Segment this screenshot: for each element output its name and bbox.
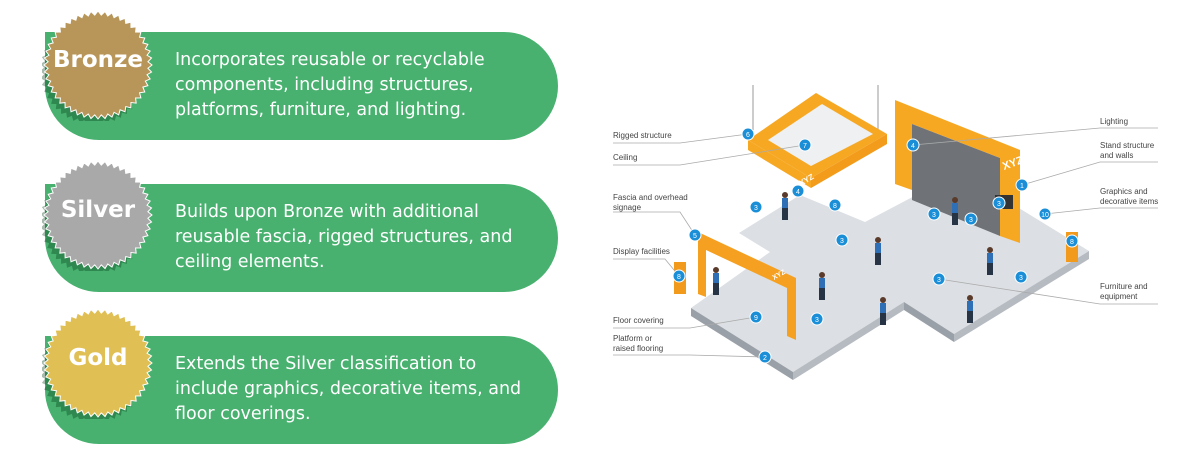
person-figure xyxy=(880,297,886,325)
leader-line xyxy=(613,133,749,144)
leader-line xyxy=(613,258,680,277)
callout-number: 5 xyxy=(693,233,697,240)
person-figure xyxy=(967,295,973,323)
callout-marker-2: 2 xyxy=(758,350,772,364)
label-furniture: Furniture and equipment xyxy=(1100,282,1148,301)
callout-number: 8 xyxy=(833,203,837,210)
leader-line xyxy=(1044,207,1158,215)
label-rigged-structure: Rigged structure xyxy=(613,131,672,140)
callout-marker-4: 4 xyxy=(791,184,805,198)
callout-marker-8: 8 xyxy=(1065,234,1079,248)
callout-number: 10 xyxy=(1041,212,1049,219)
callout-marker-6: 6 xyxy=(741,127,755,141)
callout-number: 3 xyxy=(997,201,1001,208)
callout-number: 1 xyxy=(1020,183,1024,190)
callout-number: 9 xyxy=(754,315,758,322)
leader-line xyxy=(938,278,1158,305)
callout-marker-3: 3 xyxy=(992,196,1006,210)
label-lighting: Lighting xyxy=(1100,117,1129,126)
person-figure xyxy=(713,267,719,295)
callout-number: 4 xyxy=(796,189,800,196)
label-graphics: Graphics and decorative items xyxy=(1100,187,1159,206)
seal-shape xyxy=(40,10,153,125)
person-figure xyxy=(987,247,993,275)
callout-marker-8: 8 xyxy=(828,198,842,212)
callout-marker-10: 10 xyxy=(1038,207,1052,221)
callout-number: 7 xyxy=(803,143,807,150)
silver-label: Silver xyxy=(60,197,136,223)
label-floor-covering: Floor covering xyxy=(613,316,664,325)
callout-marker-3: 3 xyxy=(1014,270,1028,284)
silver-seal: Silver xyxy=(40,159,154,275)
callout-number: 2 xyxy=(763,355,767,362)
callout-number: 3 xyxy=(754,205,758,212)
leader-line xyxy=(912,127,1158,146)
seal-shape xyxy=(40,160,153,275)
callout-number: 3 xyxy=(969,217,973,224)
callout-marker-4: 4 xyxy=(906,138,920,152)
callout-marker-3: 3 xyxy=(749,200,763,214)
leader-line xyxy=(613,354,766,358)
callout-number: 3 xyxy=(932,212,936,219)
fascia-gate xyxy=(698,232,796,340)
label-display-facilities: Display facilities xyxy=(613,247,670,256)
bronze-label: Bronze xyxy=(52,47,144,73)
person-figure xyxy=(875,237,881,265)
callout-number: 8 xyxy=(1070,239,1074,246)
callout-number: 4 xyxy=(911,143,915,150)
callout-marker-3: 3 xyxy=(927,207,941,221)
gold-label: Gold xyxy=(68,345,128,371)
callout-marker-3: 3 xyxy=(964,212,978,226)
bronze-description: Incorporates reusable or recyclable comp… xyxy=(175,50,485,120)
callout-number: 3 xyxy=(840,238,844,245)
leader-line xyxy=(1021,161,1158,186)
callout-marker-1: 1 xyxy=(1015,178,1029,192)
label-stand-structure: Stand structure and walls xyxy=(1100,141,1155,160)
label-platform: Platform or raised flooring xyxy=(613,334,664,353)
leader-line xyxy=(613,316,757,329)
floor-platform xyxy=(691,172,1089,372)
callout-marker-3: 3 xyxy=(932,272,946,286)
callout-marker-9: 9 xyxy=(749,310,763,324)
callout-marker-8: 8 xyxy=(672,269,686,283)
stand-wall xyxy=(895,100,1020,243)
callout-marker-3: 3 xyxy=(835,233,849,247)
gold-seal: Gold xyxy=(40,307,154,423)
callout-number: 6 xyxy=(746,132,750,139)
callout-number: 3 xyxy=(937,277,941,284)
callout-marker-5: 5 xyxy=(688,228,702,242)
person-figure xyxy=(782,192,788,220)
bronze-seal: Bronze xyxy=(40,9,154,125)
person-figure xyxy=(819,272,825,300)
person-figure xyxy=(952,197,958,225)
leader-line xyxy=(613,211,696,236)
gold-description: Extends the Silver classification to inc… xyxy=(175,354,522,424)
callout-number: 3 xyxy=(1019,275,1023,282)
silver-description: Builds upon Bronze with additional reusa… xyxy=(175,202,513,272)
label-fascia: Fascia and overhead signage xyxy=(613,193,688,212)
callout-marker-3: 3 xyxy=(810,312,824,326)
callout-marker-7: 7 xyxy=(798,138,812,152)
seal-shape xyxy=(40,308,153,423)
callout-number: 8 xyxy=(677,274,681,281)
leader-line xyxy=(613,144,806,166)
label-ceiling: Ceiling xyxy=(613,153,638,162)
callout-number: 3 xyxy=(815,317,819,324)
